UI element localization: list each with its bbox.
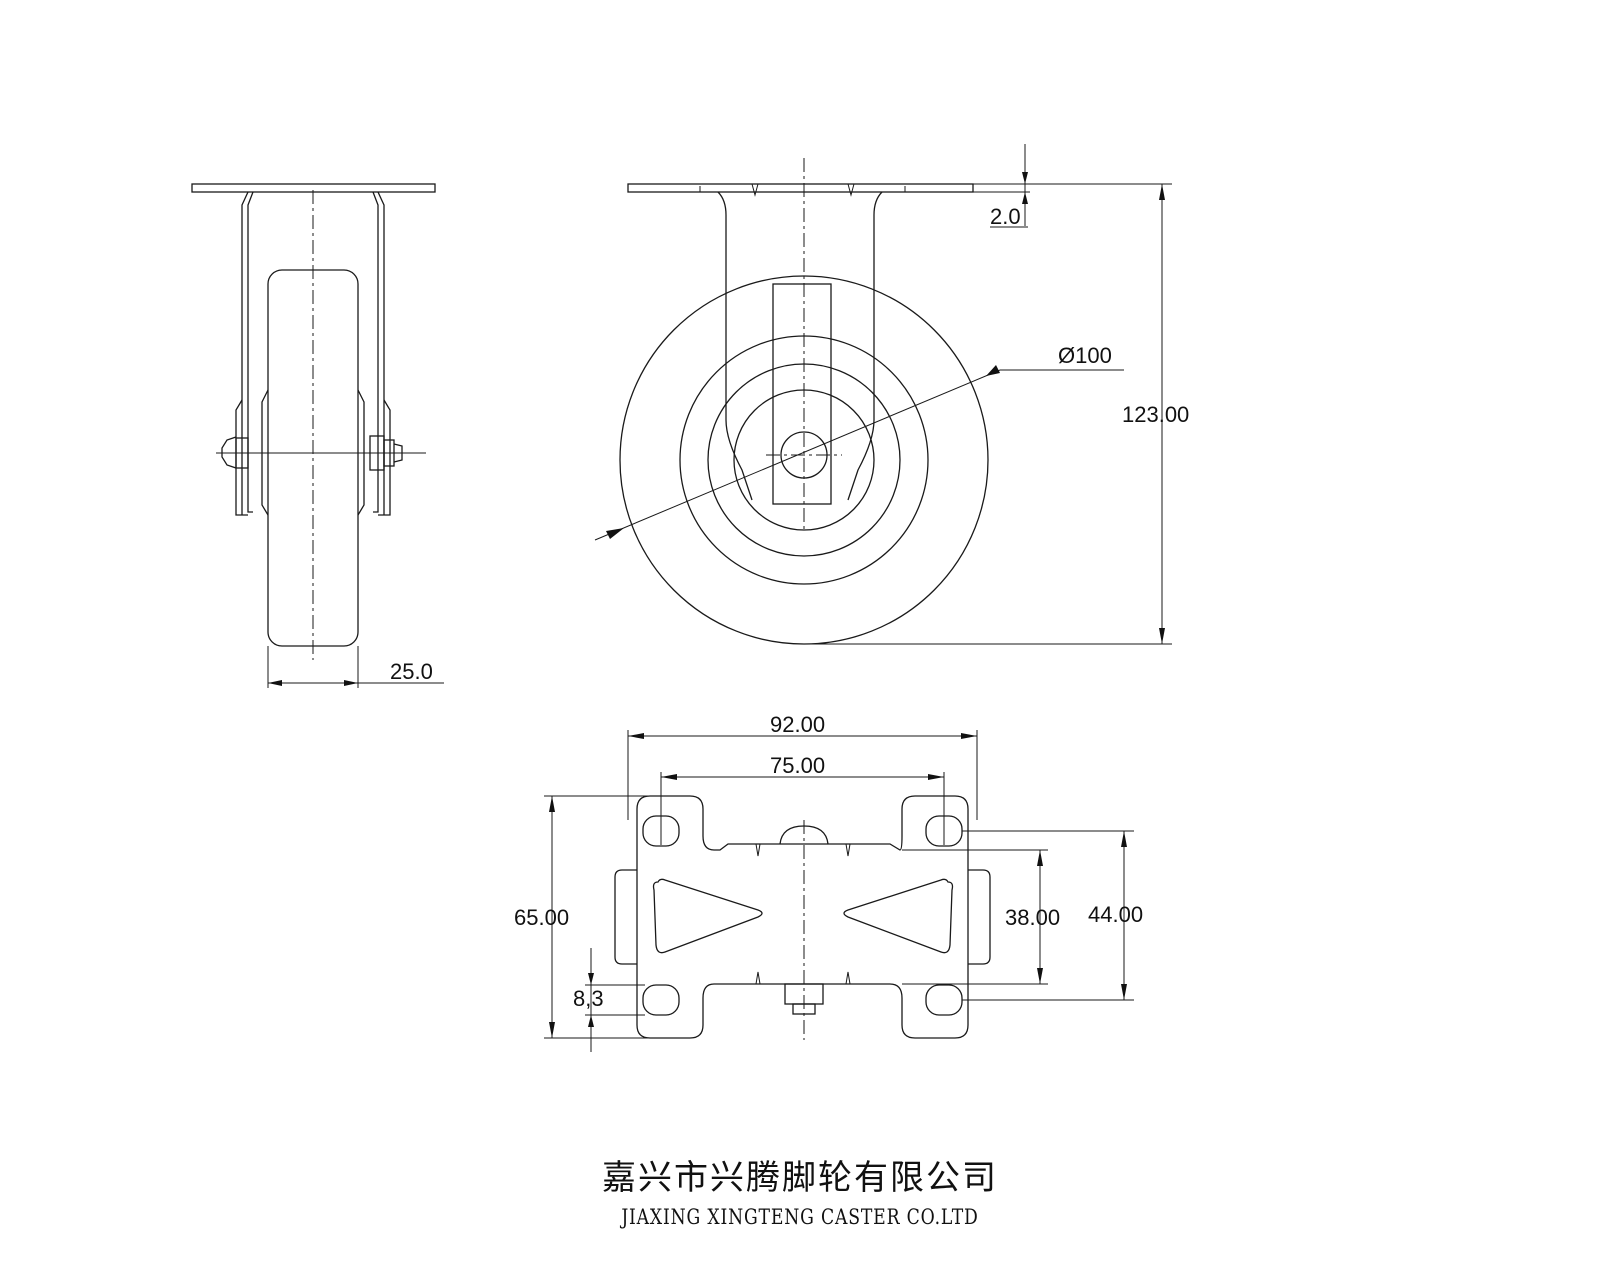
dim-plate-thickness: 2.0 [990, 204, 1021, 229]
dim-hole-size: 8,3 [573, 986, 604, 1011]
side-view: 25.0 [191, 183, 444, 688]
dim-total-height: 123.00 [1122, 402, 1189, 427]
company-name-cn: 嘉兴市兴腾脚轮有限公司 [602, 1158, 998, 1198]
dim-plate-width: 65.00 [514, 905, 569, 930]
dim-wheel-diameter: Ø100 [1058, 343, 1112, 368]
front-view: Ø100 123.00 2.0 [594, 144, 1189, 645]
dim-wheel-width: 25.0 [390, 659, 433, 684]
dim-hole-spacing-width-inner: 38.00 [1005, 905, 1060, 930]
company-name-en: JIAXING XINGTENG CASTER CO.LTD [621, 1205, 979, 1229]
dim-hole-spacing-width-outer: 44.00 [1088, 902, 1143, 927]
dim-hole-spacing-length: 75.00 [770, 753, 825, 778]
dim-plate-length: 92.00 [770, 712, 825, 737]
top-view: 92.00 75.00 65.00 38.00 44.00 [514, 712, 1143, 1052]
